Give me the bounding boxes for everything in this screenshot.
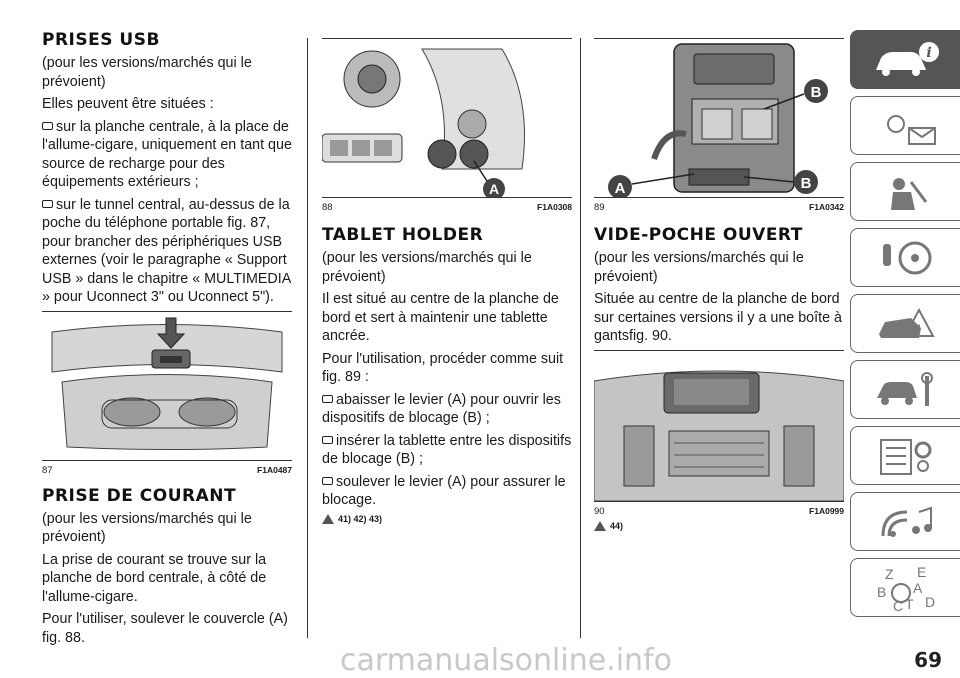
chapter-tabs: i ! bbox=[850, 30, 960, 624]
vide-title: VIDE-POCHE OUVERT bbox=[594, 225, 803, 245]
technical-data-icon bbox=[879, 438, 931, 475]
tab-emergency[interactable]: ! bbox=[850, 294, 960, 353]
bullet-icon bbox=[322, 476, 333, 485]
figure-88: A bbox=[322, 38, 572, 198]
tablet-bullet-3: soulever le levier (A) pour assurer le b… bbox=[322, 473, 566, 508]
bullet-icon bbox=[42, 121, 53, 130]
warning-icon bbox=[322, 513, 334, 524]
emergency-icon: ! bbox=[878, 307, 935, 338]
tablet-holder-illustration: B B A bbox=[594, 39, 844, 197]
prise-title: PRISE DE COURANT bbox=[42, 485, 237, 506]
figure-89: B B A bbox=[594, 38, 844, 198]
vide-para-1: (pour les versions/marchés qui le prévoi… bbox=[594, 250, 804, 285]
power-socket-illustration: A bbox=[322, 39, 572, 197]
tablet-title: TABLET HOLDER bbox=[322, 225, 484, 245]
tab-technical-data[interactable] bbox=[850, 426, 960, 485]
tab-safety[interactable] bbox=[850, 162, 960, 221]
figure-87 bbox=[42, 310, 292, 461]
bullet-icon bbox=[322, 435, 333, 444]
tab-maintenance[interactable] bbox=[850, 360, 960, 419]
label-b-bottom: B bbox=[801, 175, 812, 192]
car-info-icon: i bbox=[875, 41, 939, 76]
svg-text:i: i bbox=[926, 45, 931, 61]
index-icon: Z E B A C T D bbox=[877, 564, 935, 613]
label-b-top: B bbox=[811, 84, 822, 101]
column-left: PRISES USB (pour les versions/marchés qu… bbox=[42, 30, 292, 651]
tablet-warning: 41) 42) 43) bbox=[322, 513, 572, 524]
usb-title: PRISES USB bbox=[42, 30, 160, 50]
column-divider bbox=[307, 38, 308, 638]
tab-warning-lights[interactable] bbox=[850, 96, 960, 155]
svg-text:T: T bbox=[905, 596, 914, 612]
svg-text:D: D bbox=[925, 594, 935, 610]
tab-driving[interactable] bbox=[850, 228, 960, 287]
tablet-bullet-2: insérer la tablette entre les dispositif… bbox=[322, 432, 572, 467]
prise-para-3: Pour l'utiliser, soulever le couvercle (… bbox=[42, 611, 288, 646]
svg-text:E: E bbox=[917, 564, 926, 580]
page-number: 69 bbox=[914, 648, 942, 672]
safety-icon bbox=[890, 177, 927, 210]
watermark: carmanualsonline.info bbox=[340, 643, 672, 678]
svg-text:B: B bbox=[877, 584, 886, 600]
vide-para-2: Située au centre de la planche de bord s… bbox=[594, 291, 842, 344]
tablet-bullet-1: abaisser le levier (A) pour ouvrir les d… bbox=[322, 391, 561, 426]
usb-console-illustration bbox=[42, 311, 292, 460]
usb-bullet-2: sur le tunnel central, au-dessus de la p… bbox=[42, 196, 291, 305]
tab-index[interactable]: Z E B A C T D bbox=[850, 558, 960, 617]
warning-icon bbox=[594, 520, 606, 531]
usb-para-1: (pour les versions/marchés qui le prévoi… bbox=[42, 55, 252, 90]
glove-box-illustration bbox=[594, 350, 844, 501]
svg-text:A: A bbox=[913, 580, 923, 596]
multimedia-icon bbox=[881, 506, 932, 537]
svg-text:C: C bbox=[893, 598, 903, 613]
driving-icon bbox=[882, 241, 931, 274]
tablet-para-1: (pour les versions/marchés qui le prévoi… bbox=[322, 250, 532, 285]
column-divider bbox=[580, 38, 581, 638]
figure-90 bbox=[594, 349, 844, 502]
tablet-para-3: Pour l'utilisation, procéder comme suit … bbox=[322, 350, 564, 386]
usb-bullet-1: sur la planche centrale, à la place de l… bbox=[42, 118, 292, 190]
usb-para-2: Elles peuvent être situées : bbox=[42, 96, 214, 112]
prise-para-1: (pour les versions/marchés qui le prévoi… bbox=[42, 510, 252, 546]
tab-multimedia[interactable] bbox=[850, 492, 960, 551]
vide-warning: 44) bbox=[594, 520, 844, 531]
svg-text:Z: Z bbox=[885, 566, 894, 582]
maintenance-icon bbox=[876, 371, 933, 406]
svg-text:!: ! bbox=[917, 322, 921, 336]
warning-lights-icon bbox=[886, 114, 936, 145]
tablet-para-2: Il est situé au centre de la planche de … bbox=[322, 291, 559, 344]
bullet-icon bbox=[42, 199, 53, 208]
prise-para-2: La prise de courant se trouve sur la pla… bbox=[42, 551, 267, 605]
label-a: A bbox=[489, 181, 499, 197]
label-a: A bbox=[615, 180, 626, 197]
tab-car-info[interactable]: i bbox=[850, 30, 960, 89]
bullet-icon bbox=[322, 394, 333, 403]
